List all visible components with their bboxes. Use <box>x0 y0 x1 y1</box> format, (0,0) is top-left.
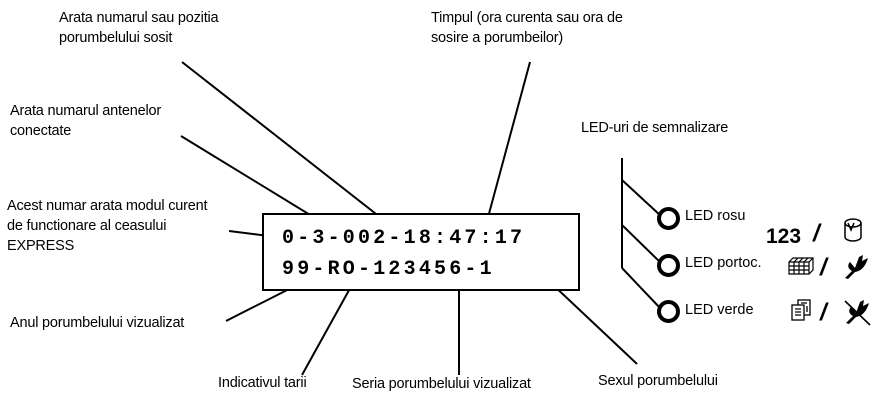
label-leds-title: LED-uri de semnalizare <box>581 120 729 136</box>
lcd-display: 0-3-002-18:47:17 99-RO-123456-1 <box>262 213 580 291</box>
led-red-label: LED rosu <box>685 208 746 224</box>
led-green-label: LED verde <box>685 302 754 318</box>
pointer-sex <box>550 282 638 365</box>
pigeon-icon <box>845 255 868 279</box>
led-green <box>657 300 680 323</box>
label-country: Indicativul tarii <box>218 375 307 391</box>
led-green-slash: / <box>820 299 827 326</box>
led-branch-2 <box>621 224 662 264</box>
pointer-time <box>486 61 531 222</box>
led-orange-slash: / <box>820 254 827 281</box>
led-branch-3 <box>621 267 662 310</box>
crossed-pigeon-icon <box>844 300 871 326</box>
led-orange-label: LED portoc. <box>685 255 762 271</box>
led-branch-1 <box>621 179 662 217</box>
grid-icon <box>788 257 814 275</box>
pointer-antennas <box>180 135 321 222</box>
led-orange <box>657 254 680 277</box>
led-red <box>657 207 680 230</box>
led-red-slash: / <box>813 220 820 247</box>
label-series: Seria porumbelului vizualizat <box>352 376 531 392</box>
pointer-position <box>181 61 386 222</box>
led-red-symbol-text: 123 <box>766 225 802 248</box>
cylinder-icon <box>844 218 862 242</box>
label-sex: Sexul porumbelului <box>598 373 718 389</box>
pointer-country <box>301 282 354 376</box>
lcd-line-2: 99-RO-123456-1 <box>282 258 495 281</box>
documents-icon <box>791 299 811 321</box>
label-year: Anul porumbelului vizualizat <box>10 315 185 331</box>
lcd-line-1: 0-3-002-18:47:17 <box>282 227 526 250</box>
